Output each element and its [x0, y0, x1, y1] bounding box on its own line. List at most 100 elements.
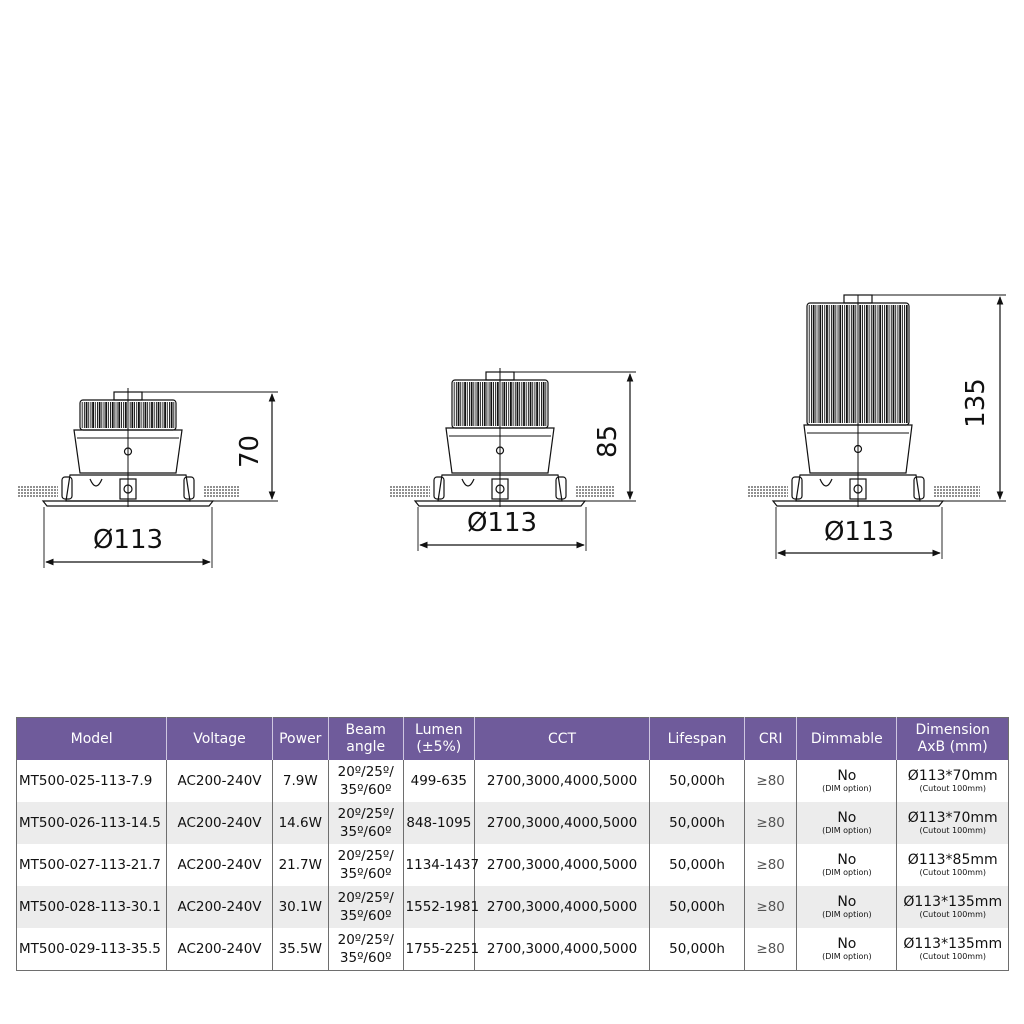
cell-cutout: (Cutout 100mm) [919, 784, 986, 793]
cell-beam-line2: 35º/60º [339, 950, 392, 966]
cell-beam-line1: 20º/25º/ [337, 806, 394, 822]
height-label: 135 [961, 378, 991, 428]
cell-cutout: (Cutout 100mm) [919, 826, 986, 835]
cell-beam-line1: 20º/25º/ [337, 932, 394, 948]
cell-cct: 2700,3000,4000,5000 [474, 760, 650, 802]
cell-cct: 2700,3000,4000,5000 [474, 802, 650, 844]
cell-cutout: (Cutout 100mm) [919, 868, 986, 877]
header-cct: CCT [474, 717, 650, 760]
cell-dimmable-value: No [837, 810, 857, 826]
diameter-label: Ø113 [467, 508, 537, 538]
cell-dimmable: No(DIM option) [796, 844, 898, 886]
header-lifespan: Lifespan [649, 717, 746, 760]
cell-voltage: AC200-240V [166, 760, 273, 802]
cell-voltage: AC200-240V [166, 928, 273, 971]
cell-cri: ≥80 [744, 802, 798, 844]
housing-detail [461, 478, 475, 487]
cell-dimmable: No(DIM option) [796, 760, 898, 802]
header-dimension-line2: AxB (mm) [917, 739, 988, 755]
diameter-label: Ø113 [824, 517, 894, 547]
cell-dimension-value: Ø113*135mm [903, 894, 1003, 910]
cell-beam-line2: 35º/60º [339, 824, 392, 840]
cell-dimmable: No(DIM option) [796, 928, 898, 971]
cell-dimension: Ø113*70mm(Cutout 100mm) [896, 802, 1009, 844]
ceiling-left [18, 486, 58, 497]
ceiling-right [204, 486, 240, 497]
cell-lumen: 1755-2251 [403, 928, 479, 971]
cell-lifespan: 50,000h [649, 844, 746, 886]
ceiling-left [748, 486, 788, 497]
cell-beam-angle: 20º/25º/35º/60º [328, 886, 404, 928]
cell-lifespan: 50,000h [649, 802, 746, 844]
cell-cct: 2700,3000,4000,5000 [474, 886, 650, 928]
spring-clip-right [913, 476, 925, 500]
header-lumen-line1: Lumen [415, 722, 463, 738]
cell-power: 14.6W [272, 802, 329, 844]
cell-power: 7.9W [272, 760, 329, 802]
lower-housing [65, 474, 191, 502]
spring-clip-right [183, 476, 195, 500]
spring-clip-right [555, 476, 567, 500]
ceiling-right [934, 486, 980, 497]
heat-sink [451, 379, 549, 429]
spring-clip-left [61, 476, 73, 500]
lower-housing [437, 474, 563, 502]
cell-dim-option: (DIM option) [822, 910, 872, 919]
header-model: Model [16, 717, 168, 760]
header-dimmable: Dimmable [796, 717, 898, 760]
cell-beam-angle: 20º/25º/35º/60º [328, 844, 404, 886]
cell-dimmable: No(DIM option) [796, 886, 898, 928]
cell-cutout: (Cutout 100mm) [919, 910, 986, 919]
header-cri: CRI [744, 717, 798, 760]
cell-lumen: 499-635 [403, 760, 476, 802]
cell-model: MT500-026-113-14.5 [16, 802, 168, 844]
cell-voltage: AC200-240V [166, 886, 273, 928]
cell-beam-angle: 20º/25º/35º/60º [328, 760, 404, 802]
cell-dimension-value: Ø113*70mm [907, 810, 998, 826]
cell-dimension: Ø113*85mm(Cutout 100mm) [896, 844, 1009, 886]
header-dimension-line1: Dimension [915, 722, 990, 738]
header-lumen: Lumen(±5%) [403, 717, 476, 760]
cell-power: 21.7W [272, 844, 329, 886]
cell-beam-line1: 20º/25º/ [337, 764, 394, 780]
cell-power: 35.5W [272, 928, 329, 971]
cell-beam-line1: 20º/25º/ [337, 890, 394, 906]
cell-voltage: AC200-240V [166, 844, 273, 886]
cell-cct: 2700,3000,4000,5000 [474, 928, 650, 971]
header-beam-line1: Beam [345, 722, 386, 738]
cell-dim-option: (DIM option) [822, 868, 872, 877]
cell-lumen: 848-1095 [403, 802, 476, 844]
cell-beam-line2: 35º/60º [339, 866, 392, 882]
cell-model: MT500-027-113-21.7 [16, 844, 168, 886]
cell-power: 30.1W [272, 886, 329, 928]
cell-dimmable-value: No [837, 852, 857, 868]
cell-dimension: Ø113*135mm(Cutout 100mm) [896, 886, 1009, 928]
cell-dim-option: (DIM option) [822, 784, 872, 793]
cell-cri: ≥80 [744, 886, 798, 928]
cell-cri: ≥80 [744, 760, 798, 802]
cell-beam-angle: 20º/25º/35º/60º [328, 928, 404, 971]
header-power: Power [272, 717, 329, 760]
housing-detail [89, 478, 103, 487]
cell-dimension-value: Ø113*135mm [903, 936, 1003, 952]
header-lumen-line2: (±5%) [416, 739, 462, 755]
cell-lifespan: 50,000h [649, 886, 746, 928]
cell-dimmable-value: No [837, 936, 857, 952]
housing-detail [819, 478, 833, 487]
cell-lifespan: 50,000h [649, 928, 746, 971]
cell-lumen: 1134-1437 [403, 844, 479, 886]
diameter-label: Ø113 [93, 525, 163, 555]
